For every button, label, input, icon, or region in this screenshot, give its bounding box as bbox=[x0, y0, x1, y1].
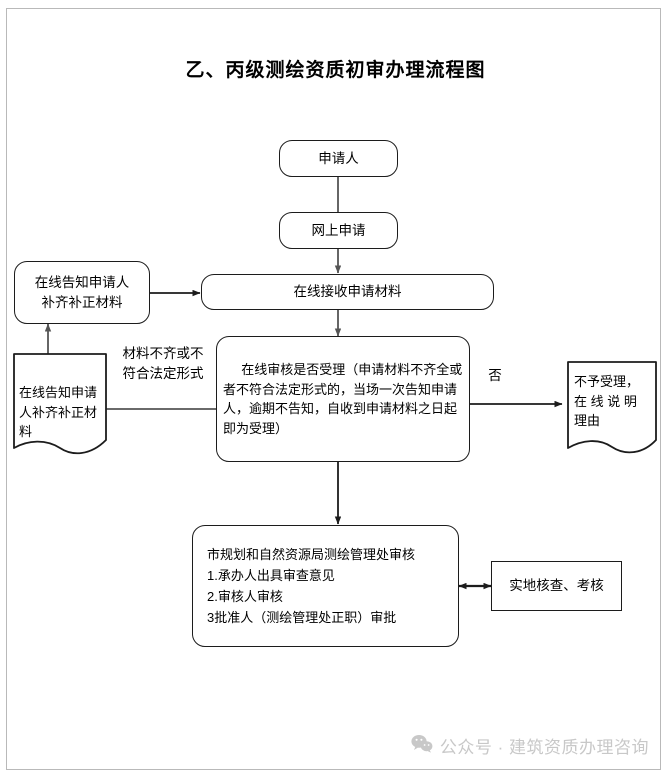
node-bureau-review[interactable]: 市规划和自然资源局测绘管理处审核 1.承办人出具审查意见 2.审核人审核 3批准… bbox=[192, 525, 459, 647]
node-online-apply[interactable]: 网上申请 bbox=[279, 212, 398, 249]
node-review-decision[interactable]: 在线审核是否受理（申请材料不齐全或者不符合法定形式的，当场一次告知申请人，逾期不… bbox=[216, 336, 470, 462]
watermark-text: 公众号 · 建筑资质办理咨询 bbox=[439, 738, 649, 757]
node-notify-supplement-doc[interactable] bbox=[12, 352, 108, 462]
edge-label-material-incomplete-line1: 材料不齐或不 bbox=[122, 346, 204, 361]
node-bureau-review-line2: 1.承办人出具审查意见 bbox=[207, 567, 335, 583]
node-applicant-label: 申请人 bbox=[318, 150, 359, 166]
edge-label-material-incomplete-line2: 符合法定形式 bbox=[122, 365, 204, 381]
node-reject-doc-line2: 在 线 说 明 bbox=[574, 393, 637, 409]
node-bureau-review-line1: 市规划和自然资源局测绘管理处审核 bbox=[207, 546, 416, 562]
node-bureau-review-line4: 3批准人（测绘管理处正职）审批 bbox=[207, 610, 397, 626]
edge-label-no-text: 否 bbox=[488, 368, 502, 383]
node-field-check[interactable]: 实地核查、考核 bbox=[491, 561, 622, 611]
node-notify-supplement-doc-line1: 在线告知申请 bbox=[19, 385, 98, 400]
wechat-icon bbox=[411, 734, 433, 758]
edge-label-no: 否 bbox=[483, 366, 507, 386]
edge-label-material-incomplete: 材料不齐或不 符合法定形式 bbox=[111, 344, 215, 383]
node-reject-doc-line3: 理由 bbox=[574, 413, 601, 428]
node-notify-supplement-top-line2: 补齐补正材料 bbox=[41, 294, 123, 310]
node-receive-materials-label: 在线接收申请材料 bbox=[293, 284, 402, 300]
node-notify-supplement-doc-line3: 料 bbox=[19, 424, 33, 439]
node-receive-materials[interactable]: 在线接收申请材料 bbox=[201, 274, 494, 310]
watermark: 公众号 · 建筑资质办理咨询 bbox=[411, 733, 649, 758]
document-shape-outline-reject bbox=[567, 361, 657, 454]
node-applicant[interactable]: 申请人 bbox=[279, 140, 398, 177]
node-notify-supplement-top[interactable]: 在线告知申请人 补齐补正材料 bbox=[14, 261, 150, 324]
node-field-check-label: 实地核查、考核 bbox=[509, 578, 604, 594]
node-notify-supplement-doc-text: 在线告知申请 人补齐补正材 料 bbox=[19, 383, 107, 442]
document-shape-outline bbox=[13, 353, 107, 455]
node-reject-doc-line1: 不予受理， bbox=[574, 374, 640, 389]
node-review-decision-label: 在线审核是否受理（申请材料不齐全或者不符合法定形式的，当场一次告知申请人，逾期不… bbox=[223, 362, 463, 436]
node-online-apply-label: 网上申请 bbox=[311, 222, 366, 238]
node-reject-doc-text: 不予受理， 在 线 说 明 理由 bbox=[574, 372, 658, 431]
node-notify-supplement-top-line1: 在线告知申请人 bbox=[34, 274, 130, 290]
page-title: 乙、丙级测绘资质初审办理流程图 bbox=[185, 60, 486, 81]
page-border bbox=[6, 8, 661, 770]
node-bureau-review-line3: 2.审核人审核 bbox=[207, 589, 283, 604]
node-reject-doc[interactable] bbox=[566, 360, 658, 458]
node-notify-supplement-doc-line2: 人补齐补正材 bbox=[19, 404, 98, 420]
